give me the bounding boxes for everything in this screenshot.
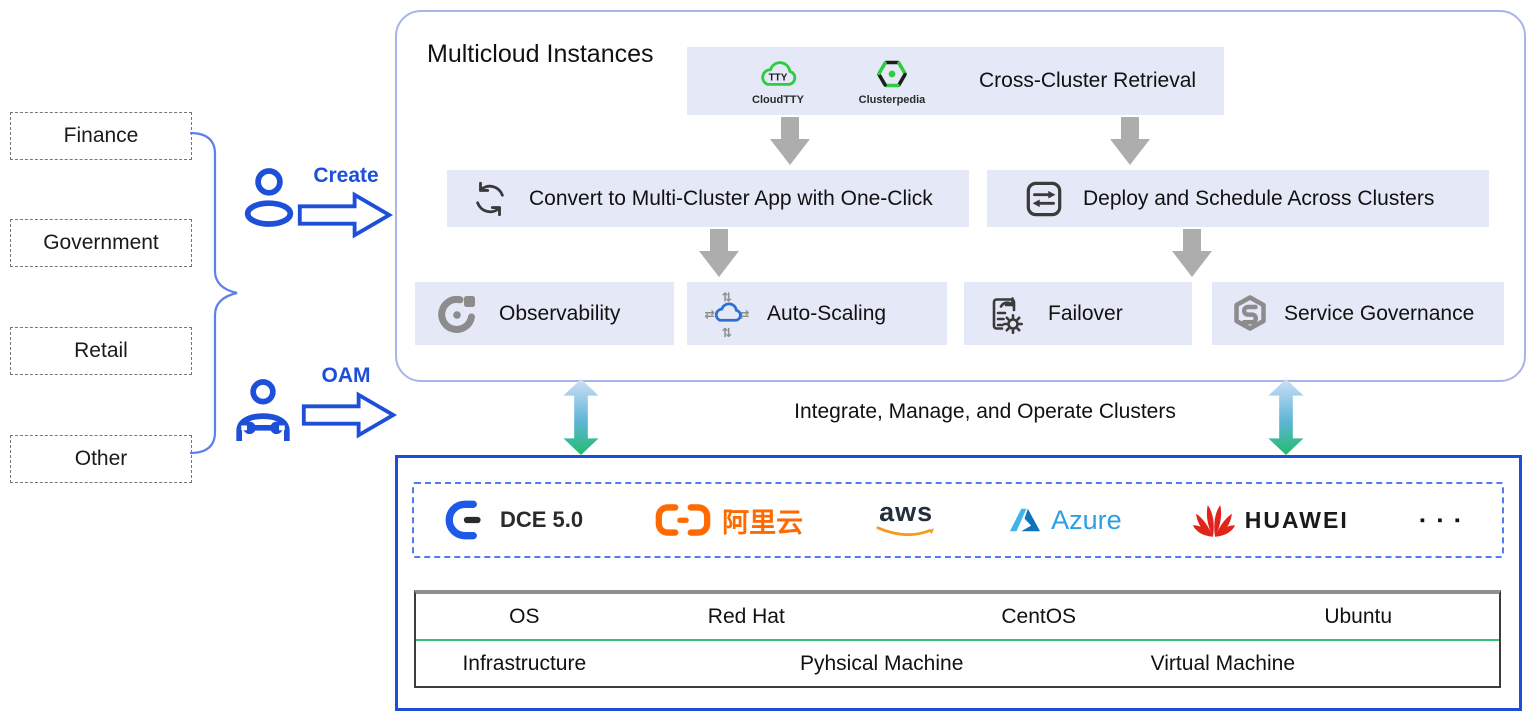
- alibaba-cloud-logo-icon: [655, 504, 711, 536]
- table-cell-infra-header: Infrastructure: [462, 651, 587, 675]
- infrastructure-table: OS Red Hat CentOS Ubuntu Infrastructure …: [414, 590, 1501, 688]
- action-label: Convert to Multi-Cluster App with One-Cl…: [529, 186, 933, 210]
- multicloud-panel: Multicloud Instances TTY CloudTTY: [395, 10, 1526, 382]
- svg-text:⇅: ⇅: [722, 290, 733, 304]
- convert-action-box: Convert to Multi-Cluster App with One-Cl…: [447, 170, 969, 227]
- provider-huawei: HUAWEI: [1192, 501, 1349, 539]
- industry-label: Retail: [74, 339, 128, 362]
- table-cell-redhat: Red Hat: [707, 604, 785, 628]
- industry-label: Other: [74, 447, 128, 470]
- oam-block-arrow-icon: [301, 391, 398, 439]
- provider-name: aws: [879, 497, 934, 528]
- bidirectional-arrow-icon: [563, 379, 599, 455]
- provider-name: HUAWEI: [1244, 506, 1349, 533]
- action-label: Deploy and Schedule Across Clusters: [1083, 186, 1435, 210]
- svg-text:⇄: ⇄: [705, 306, 716, 321]
- provider-azure: Azure: [1009, 505, 1122, 536]
- deploy-action-box: Deploy and Schedule Across Clusters: [987, 170, 1489, 227]
- capability-label: Service Governance: [1284, 301, 1475, 325]
- tool-name: Clusterpedia: [858, 93, 926, 106]
- huawei-logo-icon: [1192, 505, 1235, 537]
- table-cell-centos: CentOS: [1001, 604, 1077, 628]
- dce-logo-icon: [445, 500, 481, 540]
- industry-box-other: Other: [10, 435, 192, 483]
- svg-text:⇅: ⇅: [722, 324, 733, 337]
- capability-box-failover: Failover: [964, 282, 1192, 345]
- industry-box-finance: Finance: [10, 112, 192, 160]
- table-row-infrastructure: Infrastructure Pyhsical Machine Virtual …: [416, 639, 1499, 686]
- create-block-arrow-icon: [297, 191, 394, 239]
- provider-aws: aws: [874, 497, 938, 539]
- capability-label: Auto-Scaling: [767, 301, 887, 325]
- sliders-icon: [1026, 181, 1062, 216]
- multicloud-title: Multicloud Instances: [427, 40, 654, 68]
- industry-label: Finance: [63, 124, 139, 147]
- oam-label: OAM: [321, 364, 371, 387]
- down-arrow-icon: [1110, 117, 1150, 165]
- provider-name: DCE 5.0: [500, 507, 584, 532]
- more-providers-ellipsis: ▪ ▪ ▪: [1419, 511, 1464, 529]
- table-cell-os-header: OS: [509, 604, 540, 628]
- capability-box-observability: Observability: [415, 282, 674, 345]
- table-row-os: OS Red Hat CentOS Ubuntu: [416, 594, 1499, 639]
- integration-label: Integrate, Manage, and Operate Clusters: [760, 396, 1210, 428]
- cloudtty-tool: TTY CloudTTY: [735, 57, 821, 106]
- down-arrow-icon: [770, 117, 810, 165]
- industry-box-retail: Retail: [10, 327, 192, 375]
- clusterpedia-tool: Clusterpedia: [849, 57, 935, 106]
- capability-box-autoscaling: ⇅ ⇅ ⇄ ⇄ Auto-Scaling: [687, 282, 947, 345]
- provider-logo-strip: DCE 5.0 阿里云 aws Azure: [412, 482, 1504, 558]
- autoscale-cloud-icon: ⇅ ⇅ ⇄ ⇄: [705, 290, 750, 338]
- provider-name: Azure: [1051, 504, 1122, 535]
- provider-alibaba-cloud: 阿里云: [654, 500, 803, 540]
- table-cell-ubuntu: Ubuntu: [1324, 604, 1393, 628]
- capability-label: Observability: [499, 301, 621, 325]
- industry-box-government: Government: [10, 219, 192, 267]
- user-wrench-icon: [236, 379, 290, 441]
- provider-dce: DCE 5.0: [444, 499, 583, 541]
- aws-smile-icon: [876, 526, 935, 536]
- bidirectional-arrow-icon: [1268, 379, 1304, 455]
- svg-text:⇄: ⇄: [739, 306, 750, 321]
- provider-name: 阿里云: [722, 507, 804, 538]
- cross-cluster-retrieval-box: TTY CloudTTY Clusterpedia Cross-Cluster …: [687, 47, 1224, 115]
- industry-label: Government: [43, 231, 159, 254]
- user-icon: [244, 168, 294, 227]
- sync-icon: [476, 181, 504, 216]
- cloudtty-icon: TTY: [761, 60, 797, 86]
- capability-box-service-governance: Service Governance: [1212, 282, 1504, 345]
- retrieval-label: Cross-Cluster Retrieval: [979, 69, 1197, 92]
- platform-panel: DCE 5.0 阿里云 aws Azure: [395, 455, 1522, 711]
- tool-name: CloudTTY: [752, 93, 804, 106]
- failover-doc-gear-icon: [992, 296, 1023, 334]
- down-arrow-icon: [699, 229, 739, 277]
- down-arrow-icon: [1172, 229, 1212, 277]
- table-cell-virtual-machine: Virtual Machine: [1150, 651, 1295, 675]
- brace-connector: [189, 131, 238, 455]
- gauge-icon: [438, 295, 475, 333]
- clusterpedia-icon: [877, 60, 907, 87]
- svg-text:TTY: TTY: [769, 72, 788, 83]
- create-label: Create: [313, 164, 379, 187]
- service-mesh-icon: [1234, 294, 1266, 331]
- capability-label: Failover: [1048, 301, 1123, 325]
- azure-logo-icon: [1010, 508, 1041, 532]
- table-cell-physical-machine: Pyhsical Machine: [799, 651, 964, 675]
